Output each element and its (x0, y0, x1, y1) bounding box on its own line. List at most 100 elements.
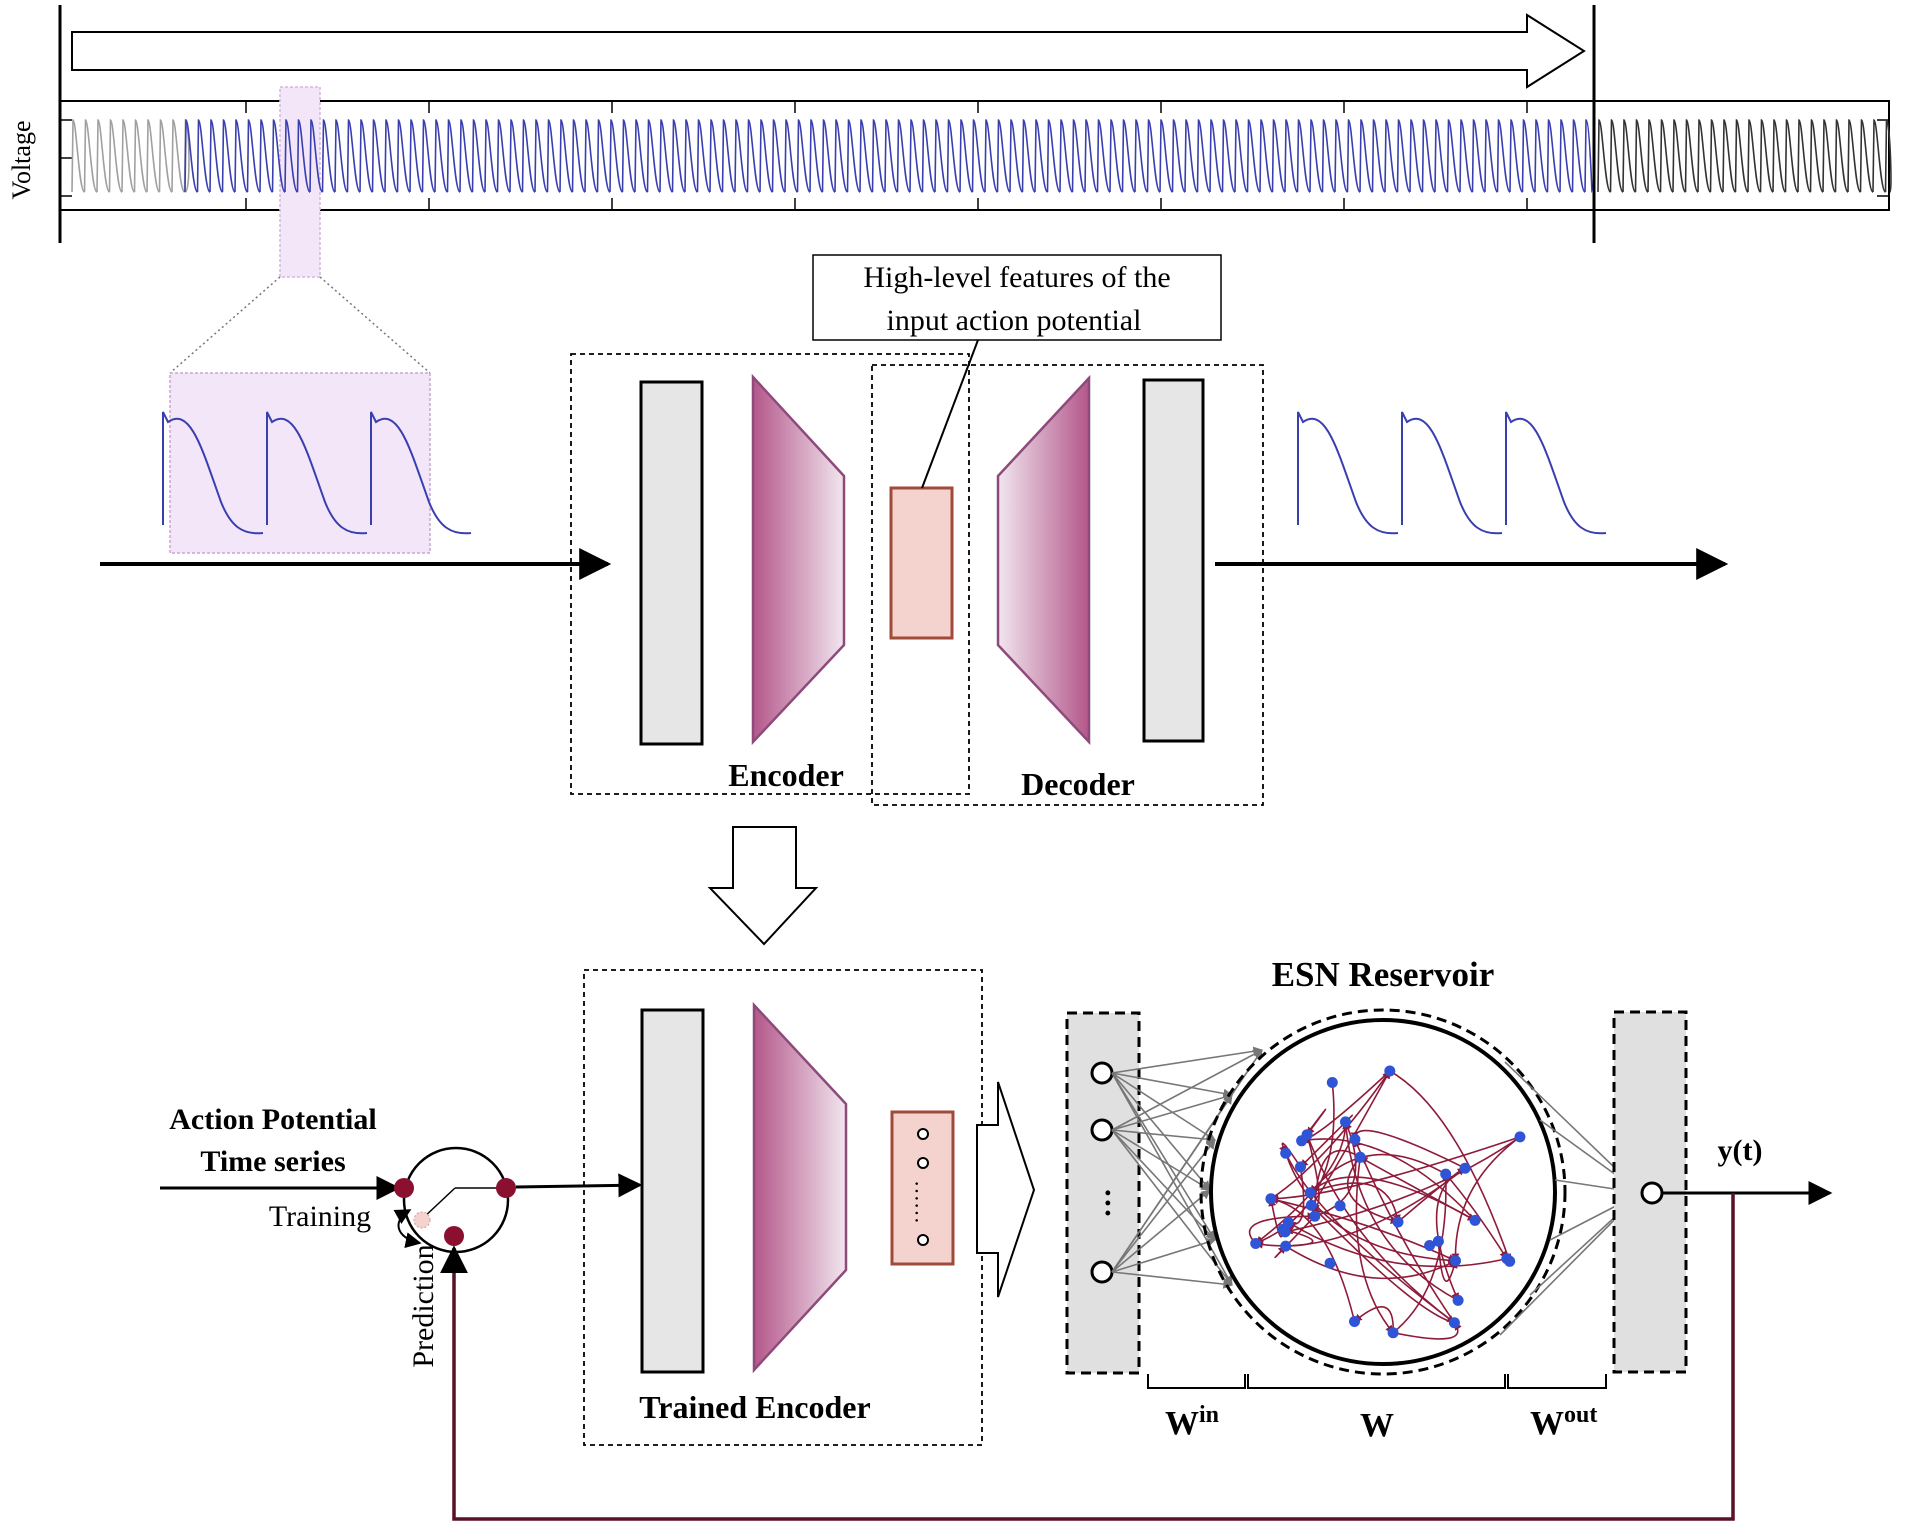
decoder-label: Decoder (1021, 766, 1135, 802)
reservoir-outer-boundary (1199, 1008, 1567, 1376)
zoom-highlight-window (279, 86, 321, 278)
reservoir-neuron (1514, 1131, 1526, 1143)
features-callout-line1: High-level features of the (863, 261, 1170, 294)
reservoir-neuron (1504, 1255, 1516, 1267)
win-edge (1111, 1129, 1211, 1191)
reservoir-neuron (1469, 1214, 1481, 1226)
weight-braces (1147, 1374, 1607, 1389)
recurrent-edge (1254, 1082, 1335, 1245)
latent-features (889, 486, 954, 640)
recurrent-edge (1284, 1136, 1521, 1235)
reservoir-neuron (1354, 1151, 1366, 1163)
reservoir-neuron (1340, 1116, 1351, 1128)
reservoir-neuron (1384, 1065, 1396, 1077)
time-direction-arrow (71, 13, 1586, 89)
signal-trace-training (184, 119, 1593, 193)
input-layer (639, 380, 704, 746)
prediction-feedback-loop (440, 1193, 1735, 1521)
decoder-box (871, 364, 1264, 806)
reservoir-neuron (1440, 1168, 1452, 1180)
esn-input-node (1090, 1260, 1114, 1284)
switch-output-contact[interactable] (496, 1178, 516, 1198)
win-edge (1111, 1046, 1263, 1074)
zoomed-input-waveform (162, 411, 472, 535)
win-edge (1111, 1129, 1233, 1286)
features-callout (812, 254, 1222, 341)
win-edge (1111, 1189, 1211, 1273)
reservoir-neuron (1250, 1238, 1262, 1249)
training-label: Training (269, 1200, 371, 1233)
switch-prediction-contact[interactable] (444, 1226, 464, 1246)
features-callout-line2: input action potential (887, 304, 1142, 337)
signal-strip: Voltage (7, 5, 1892, 278)
win-edge (1111, 1092, 1233, 1131)
reservoir-neuron (1280, 1240, 1292, 1252)
recurrent-edge (1392, 1173, 1450, 1334)
recurrent-edge (1287, 1221, 1507, 1268)
reservoir-neuron (1305, 1199, 1317, 1211)
zoomed-input-panel (169, 372, 431, 554)
win-edge (1111, 1237, 1216, 1273)
output-layer (1142, 378, 1205, 743)
reservoir-neuron (1279, 1226, 1291, 1238)
recurrent-edge (1310, 1182, 1401, 1223)
reservoir-neuron (1304, 1187, 1316, 1199)
win-edge (1111, 1049, 1263, 1131)
recurrent-edge (1270, 1136, 1521, 1203)
esn-input-ellipsis: … (1084, 1188, 1117, 1218)
switch-training-contact[interactable] (394, 1178, 414, 1198)
recurrent-edge (1445, 1173, 1508, 1260)
recurrent-edge (1306, 1134, 1456, 1324)
latent-vector-units (917, 1128, 929, 1246)
reservoir-neuron (1295, 1161, 1306, 1173)
reservoir-neuron (1324, 1257, 1336, 1269)
recurrent-edge (1389, 1070, 1512, 1263)
reconstructed-waveform (1297, 411, 1607, 535)
encoder-label: Encoder (728, 757, 844, 793)
trained-input-layer (640, 1008, 705, 1374)
reservoir-neuron (1349, 1316, 1360, 1327)
transfer-down-arrow (707, 826, 819, 946)
recurrent-edge (1310, 1204, 1455, 1324)
esn-input-node (1090, 1118, 1114, 1142)
reservoir-neurons (1250, 1065, 1526, 1339)
win-edge (1111, 1072, 1233, 1286)
decoder-trapezoid (996, 374, 1091, 746)
recurrent-edge (1285, 1245, 1457, 1280)
reservoir-neuron (1387, 1327, 1399, 1339)
recurrent-edge (1437, 1241, 1458, 1282)
strip-ticks (60, 101, 1889, 210)
recurrent-edge (1451, 1136, 1521, 1262)
signal-trace-warmup (71, 119, 190, 193)
reservoir-recurrent-edges (1248, 1070, 1521, 1340)
recurrent-edge (1270, 1196, 1356, 1322)
reservoir-neuron (1334, 1200, 1346, 1212)
reservoir-neuron (1280, 1147, 1292, 1159)
win-edge (1111, 1072, 1216, 1141)
win-edge (1111, 1072, 1216, 1241)
recurrent-edge (1254, 1167, 1466, 1249)
reservoir-neuron (1448, 1317, 1460, 1329)
reservoir-neuron (1459, 1162, 1471, 1174)
prediction-label: Prediction (407, 1244, 440, 1367)
reservoir-neuron (1450, 1255, 1461, 1267)
reservoir-neuron (1309, 1210, 1321, 1222)
recurrent-edge (1353, 1138, 1456, 1324)
recurrent-edge (1392, 1322, 1462, 1340)
esn-output-node (1640, 1181, 1664, 1205)
reservoir-neuron (1452, 1294, 1464, 1306)
autoencoder: Encoder Decoder High-level features of t… (570, 254, 1264, 806)
trained-encoder-box (583, 969, 983, 1446)
callout-leader (921, 339, 979, 489)
zoom-connector (169, 276, 431, 374)
win-connections (1111, 1046, 1263, 1289)
recurrent-edge (1284, 1152, 1457, 1265)
w-label: W (1360, 1407, 1394, 1444)
esn-input-node (1090, 1061, 1114, 1085)
reservoir-neuron (1432, 1235, 1444, 1247)
recurrent-edge (1309, 1153, 1447, 1194)
win-edge (1111, 1094, 1233, 1273)
reservoir-neuron (1349, 1133, 1361, 1145)
wout-label: Wout (1530, 1402, 1597, 1442)
